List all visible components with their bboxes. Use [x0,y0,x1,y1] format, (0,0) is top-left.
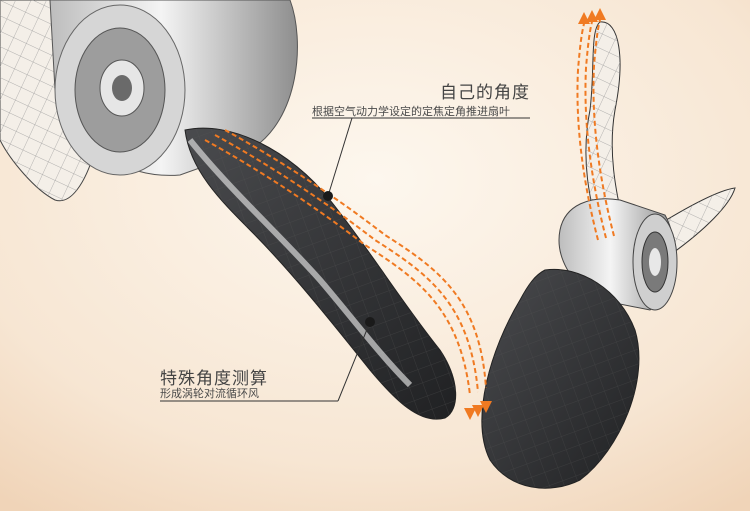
callout-bottom-dot [365,317,375,327]
right-propeller [481,21,736,489]
callout-top-leader [312,117,530,197]
left-propeller [0,0,457,420]
callout-top-dot [323,191,333,201]
callout-bottom-leader [160,321,371,402]
callout-top-title: 自己的角度 [440,83,530,103]
callout-bottom-subtitle: 形成涡轮对流循环风 [160,387,259,400]
callout-bottom-title: 特殊角度测算 [160,369,268,389]
airflow-arrows [204,15,615,396]
callout-top-subtitle: 根据空气动力学设定的定焦定角推进扇叶 [312,105,510,118]
airflow-arrowheads [464,8,606,420]
